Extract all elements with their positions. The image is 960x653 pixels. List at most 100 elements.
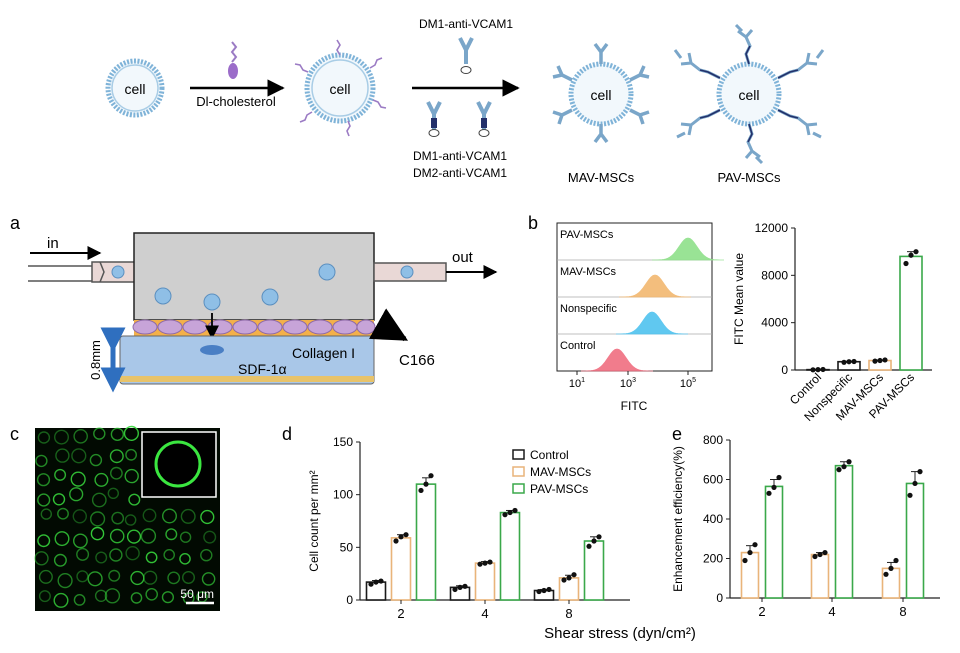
data-point xyxy=(908,252,914,258)
data-point xyxy=(766,490,772,496)
fluorescent-cell xyxy=(76,547,90,561)
y-tick-label: 600 xyxy=(703,473,723,487)
dm1-top-label: DM1-anti-VCAM1 xyxy=(419,17,513,31)
endothelial-cells-icon xyxy=(132,319,376,335)
pav-cell-label: cell xyxy=(738,87,759,103)
data-point xyxy=(596,534,602,540)
fluorescent-cell xyxy=(161,508,177,524)
data-point xyxy=(462,583,468,589)
y-tick-label: 12000 xyxy=(755,221,789,235)
data-point xyxy=(423,481,429,487)
fluorescent-cell xyxy=(37,493,51,507)
fluorescent-cell xyxy=(110,466,123,480)
fluorescent-cell xyxy=(124,514,137,526)
c166-arrow xyxy=(368,308,409,342)
flow-row-label: Control xyxy=(560,340,595,352)
panel-a-letter: a xyxy=(10,213,21,233)
fluorescent-cell xyxy=(93,427,106,440)
fluorescent-cell xyxy=(110,427,125,441)
fluorescent-cell xyxy=(145,588,158,601)
shared-x-label: Shear stress (dyn/cm²) xyxy=(544,625,696,642)
fluorescent-cell xyxy=(109,449,124,464)
x-tick-label: 4 xyxy=(481,606,488,621)
fluorescent-cell xyxy=(145,551,158,564)
data-point xyxy=(776,474,782,481)
y-tick-label: 400 xyxy=(703,512,723,526)
fluorescent-cell xyxy=(124,468,139,484)
bar xyxy=(834,464,854,599)
flow-peak xyxy=(616,311,688,335)
fluorescent-cell xyxy=(200,509,215,525)
fluorescent-cell xyxy=(76,570,89,583)
fluorescent-cell xyxy=(40,508,52,520)
panel-e-letter: e xyxy=(672,424,682,444)
x-tick-label: 8 xyxy=(565,606,572,621)
bar xyxy=(899,255,923,371)
data-point xyxy=(812,553,818,560)
data-point xyxy=(418,487,424,494)
flow-x-ticks: 101 103 105 xyxy=(569,377,696,390)
fluorescent-cell xyxy=(55,448,70,463)
bar xyxy=(810,553,830,599)
mav-cell-icon: cell xyxy=(552,42,650,144)
fluorescent-cell xyxy=(180,508,196,524)
x-tick-label: 4 xyxy=(828,604,835,619)
panel-a: a in out xyxy=(10,213,498,393)
legend-label: Control xyxy=(530,448,569,462)
x-tick-label: 8 xyxy=(899,604,906,619)
fluorescent-cell xyxy=(53,592,69,608)
cholesterol-icon xyxy=(228,41,238,79)
data-point xyxy=(561,577,567,583)
flow-tick-label: 105 xyxy=(680,377,696,390)
data-point xyxy=(398,534,404,540)
cholesterol-label: Dl-cholesterol xyxy=(196,94,276,109)
fluorescent-cell xyxy=(203,530,217,544)
y-tick-label: 4000 xyxy=(761,316,788,330)
flow-chamber xyxy=(133,232,375,321)
legend-swatch-mav xyxy=(512,466,525,477)
in-label: in xyxy=(47,235,59,252)
data-point xyxy=(903,260,909,267)
scalebar-label: 50 μm xyxy=(180,587,214,601)
fluorescent-cell xyxy=(70,471,86,487)
collagen-label: Collagen I xyxy=(292,345,355,361)
bar xyxy=(390,537,412,601)
data-point xyxy=(428,473,434,479)
x-tick-label: 2 xyxy=(758,604,765,619)
y-tick-label: 50 xyxy=(340,540,354,554)
fluorescent-cell xyxy=(179,531,192,543)
y-tick-label: 200 xyxy=(703,552,723,566)
data-point xyxy=(452,586,458,593)
flow-peak xyxy=(619,274,691,298)
data-point xyxy=(368,581,374,587)
fluorescent-cell xyxy=(95,551,108,564)
fluorescent-cell xyxy=(161,591,175,604)
panel-c: c 50 μm xyxy=(10,424,220,611)
data-point xyxy=(841,464,847,470)
fluorescent-cell xyxy=(37,534,51,548)
data-point xyxy=(851,358,857,365)
out-label: out xyxy=(452,249,474,266)
data-point xyxy=(507,509,513,516)
sdf-layer xyxy=(120,376,374,382)
flow-row-label: Nonspecific xyxy=(560,303,617,315)
data-point xyxy=(502,512,508,518)
fluorescent-cell xyxy=(71,448,87,464)
pav-cell-icon: cell xyxy=(673,23,825,165)
y-axis-label: Enhancement efficiency(%) xyxy=(671,446,685,592)
data-point xyxy=(752,542,758,548)
data-point xyxy=(815,367,821,373)
fluorescent-cell xyxy=(130,570,145,586)
y-tick-label: 0 xyxy=(781,363,788,377)
fluorescent-cell xyxy=(73,533,88,549)
inset-cell-icon xyxy=(154,440,202,488)
fluorescent-cell xyxy=(73,594,86,606)
bar xyxy=(499,511,521,601)
fluorescent-cell xyxy=(94,589,108,602)
data-point xyxy=(546,586,552,593)
fluorescent-cell xyxy=(57,572,73,589)
data-point xyxy=(487,559,493,565)
fluorescent-cell xyxy=(142,508,157,523)
fluorescent-cell xyxy=(34,551,49,566)
